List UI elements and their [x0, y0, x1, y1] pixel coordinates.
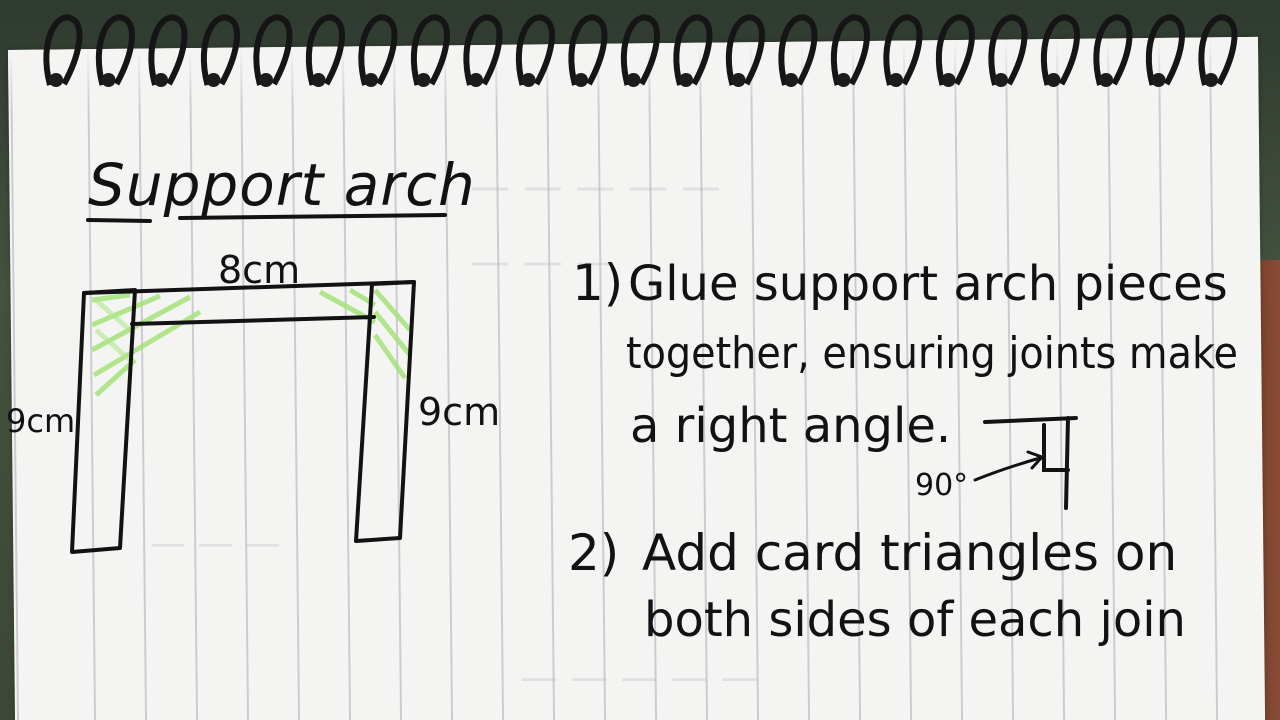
- spiral-ring: [515, 14, 555, 86]
- binding-hole: [416, 73, 431, 87]
- right-angle-sketch: 90°: [915, 416, 1078, 510]
- binding-hole: [1151, 73, 1166, 87]
- spiral-ring: [1093, 14, 1133, 86]
- binding-hole: [206, 73, 221, 87]
- spiral-ring: [935, 14, 975, 86]
- left-dimension-label: 9cm: [6, 402, 75, 440]
- spiral-ring: [673, 14, 713, 86]
- spiral-ring: [830, 14, 870, 86]
- spiral-ring: [358, 14, 398, 86]
- svg-text:— — —: — — —: [150, 523, 281, 564]
- binding-hole: [574, 73, 588, 87]
- binding-hole: [364, 73, 378, 87]
- spiral-binding: [43, 14, 1238, 87]
- binding-hole: [941, 73, 956, 87]
- binding-hole: [311, 73, 326, 87]
- binding-hole: [469, 73, 483, 87]
- binding-hole: [1204, 73, 1218, 87]
- spiral-ring: [725, 14, 765, 86]
- bleed-through-text: — — — — — — — — — — — — — — — —: [150, 164, 758, 699]
- binding-hole: [679, 73, 693, 87]
- step-1-line-2: together, ensuring joints make: [626, 328, 1238, 379]
- spiral-ring: [43, 14, 83, 86]
- spiral-ring: [148, 14, 188, 86]
- spiral-ring: [410, 14, 450, 86]
- binding-hole: [154, 73, 168, 87]
- spiral-ring: [200, 14, 240, 86]
- step-2-number: 2): [568, 524, 619, 582]
- step-1-line-1: Glue support arch pieces: [628, 256, 1228, 312]
- step-1: 1) Glue support arch pieces together, en…: [572, 254, 1238, 454]
- binding-hole: [101, 73, 116, 87]
- spiral-ring: [95, 14, 135, 86]
- binding-hole: [521, 73, 536, 87]
- spiral-ring: [463, 14, 503, 86]
- binding-hole: [994, 73, 1008, 87]
- binding-hole: [836, 73, 851, 87]
- spiral-ring: [568, 14, 608, 86]
- spiral-ring: [778, 14, 818, 86]
- step-2-line-2: both sides of each join: [644, 592, 1186, 648]
- spiral-ring: [988, 14, 1028, 86]
- svg-text:— — — — —: — — — — —: [520, 655, 758, 699]
- corner-triangle-left: [90, 292, 202, 397]
- binding-hole: [259, 73, 273, 87]
- binding-hole: [784, 73, 798, 87]
- top-dimension-label: 8cm: [218, 248, 300, 292]
- step-2-line-1: Add card triangles on: [642, 524, 1177, 582]
- spiral-ring: [883, 14, 923, 86]
- step-2: 2) Add card triangles on both sides of e…: [568, 524, 1186, 648]
- svg-text:— — — — —: — — — — —: [470, 164, 721, 210]
- arch-diagram: 8cm 9cm 9cm: [6, 248, 500, 554]
- spiral-ring: [305, 14, 345, 86]
- step-1-number: 1): [572, 254, 623, 312]
- binding-hole: [49, 73, 63, 87]
- spiral-ring: [1040, 14, 1080, 86]
- right-dimension-label: 9cm: [418, 390, 500, 434]
- binding-hole: [731, 73, 746, 87]
- arrow-icon: [973, 450, 1045, 482]
- binding-hole: [1046, 73, 1061, 87]
- page-title: Support arch: [88, 151, 476, 219]
- angle-label: 90°: [915, 468, 968, 503]
- step-1-line-3: a right angle.: [630, 398, 951, 454]
- corner-triangle-right: [318, 287, 412, 380]
- title-underline: [86, 213, 447, 223]
- binding-hole: [889, 73, 903, 87]
- spiral-ring: [253, 14, 293, 86]
- spiral-ring: [1145, 14, 1185, 86]
- top-beam: [82, 280, 416, 326]
- spiral-ring: [1198, 14, 1238, 86]
- binding-hole: [626, 73, 641, 87]
- spiral-ring: [620, 14, 660, 86]
- svg-text:— — —: — — —: [470, 239, 615, 285]
- binding-hole: [1099, 73, 1113, 87]
